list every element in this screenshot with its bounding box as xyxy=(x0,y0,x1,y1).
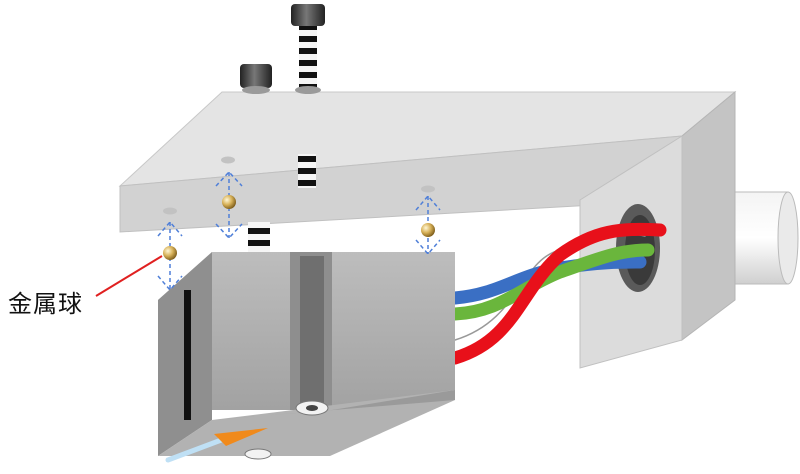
metal-ball xyxy=(222,195,236,209)
cartridge xyxy=(158,252,455,460)
wire-red xyxy=(448,222,667,365)
metal-balls xyxy=(163,195,435,260)
cartridge-post xyxy=(248,222,270,252)
stylus-tip xyxy=(214,428,268,446)
metal-ball xyxy=(421,223,435,237)
screw-right xyxy=(291,4,325,94)
screw-left xyxy=(240,64,272,94)
callout-label-metal-ball: 金属球 xyxy=(8,290,83,318)
metal-ball xyxy=(163,246,177,260)
callout-line xyxy=(95,255,163,297)
stylus xyxy=(165,428,268,463)
screw-shank-mid xyxy=(298,154,316,188)
wire-green xyxy=(448,243,655,321)
black-strip xyxy=(184,290,191,420)
lead-wires xyxy=(448,222,667,365)
